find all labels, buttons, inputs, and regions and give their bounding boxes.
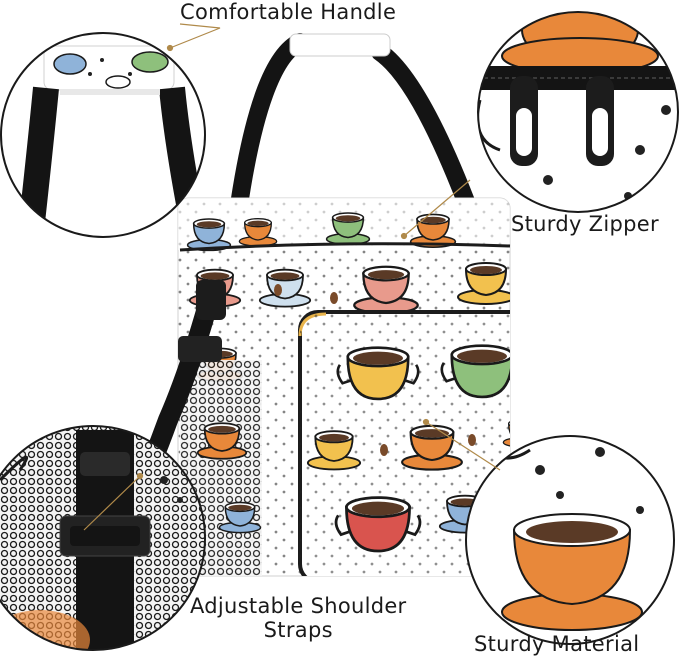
label-sturdy-zipper: Sturdy Zipper (511, 212, 659, 236)
detail-zipper-circle (477, 11, 679, 213)
label-straps-line1: Adjustable Shoulder (190, 594, 407, 618)
leader-lines (83, 23, 501, 531)
label-adjustable-shoulder-straps: Adjustable Shoulder Straps (190, 594, 407, 642)
leader-strap (83, 475, 141, 531)
label-straps-line2: Straps (263, 618, 333, 642)
handle-left (229, 33, 309, 221)
cooler-bag (120, 33, 511, 577)
leader-handle (169, 23, 221, 49)
label-sturdy-material: Sturdy Material (474, 632, 640, 656)
leader-zipper (403, 179, 471, 237)
handle-right (371, 43, 479, 221)
detail-material-circle (465, 435, 675, 645)
leader-material (425, 421, 501, 471)
label-comfortable-handle: Comfortable Handle (180, 0, 397, 24)
